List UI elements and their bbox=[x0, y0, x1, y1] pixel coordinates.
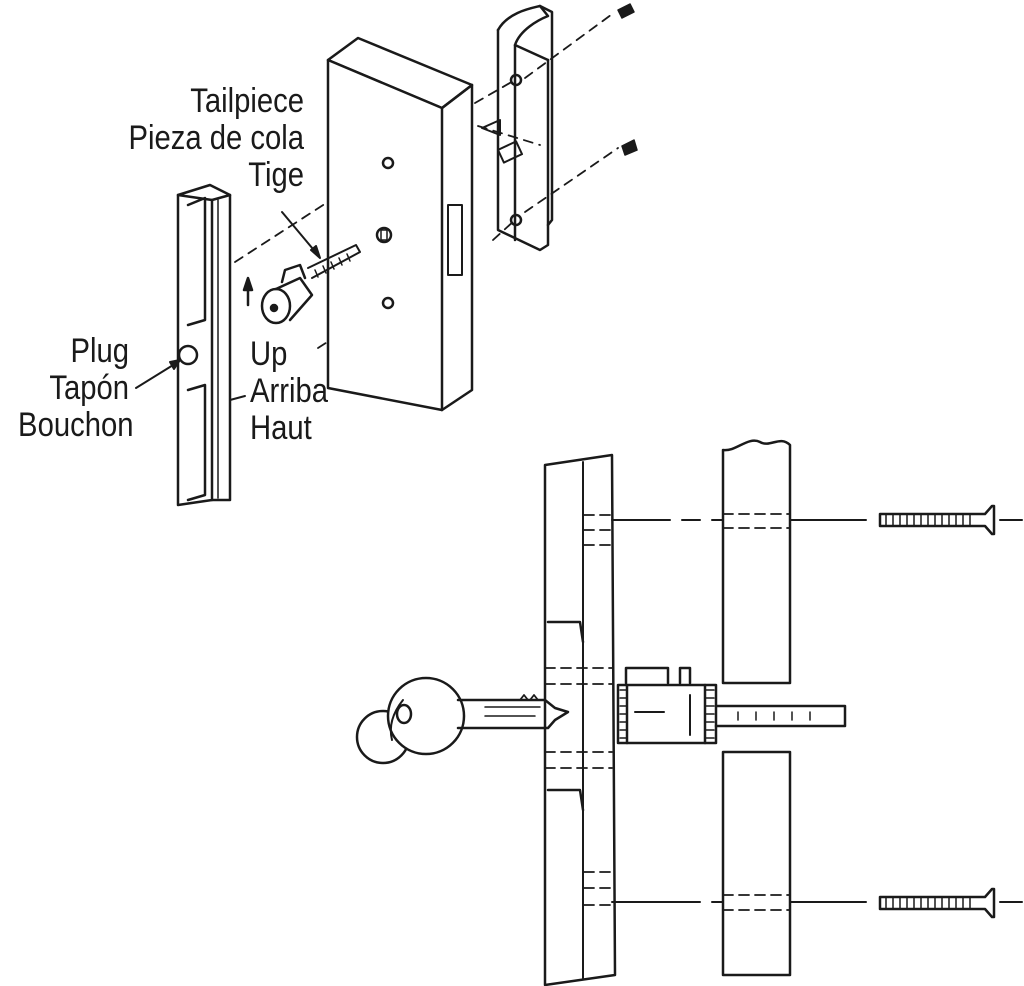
leader-lines bbox=[135, 211, 321, 401]
tailpiece-label-en: Tailpiece bbox=[190, 82, 304, 120]
up-label-es: Arriba bbox=[250, 372, 329, 410]
up-label-fr: Haut bbox=[250, 409, 312, 447]
tailpiece-label-fr: Tige bbox=[248, 156, 304, 194]
door-stile-lower bbox=[721, 750, 792, 977]
tailpiece-label-es: Pieza de cola bbox=[128, 119, 304, 157]
mounting-screw-lower bbox=[878, 887, 996, 919]
strike-keeper bbox=[481, 4, 554, 252]
plug-label-en: Plug bbox=[70, 332, 129, 370]
lock-body bbox=[326, 36, 474, 412]
screw-axis-lines bbox=[611, 519, 1023, 903]
plug-label-es: Tapón bbox=[49, 369, 129, 407]
cylinder-section bbox=[616, 666, 847, 745]
key bbox=[355, 676, 570, 765]
up-arrow bbox=[242, 276, 254, 307]
screw-top bbox=[617, 3, 638, 156]
plug-label-fr: Bouchon bbox=[18, 406, 134, 444]
mounting-screw-upper bbox=[878, 504, 996, 536]
plug-label-group: Plug Tapón Bouchon bbox=[18, 332, 134, 444]
up-label-group: Up Arriba Haut bbox=[250, 336, 353, 447]
trim-plate bbox=[176, 183, 232, 507]
tailpiece-label-group: Tailpiece Pieza de cola Tige bbox=[94, 83, 304, 194]
door-stile-upper bbox=[721, 439, 792, 685]
mounting-plate-side-view bbox=[543, 453, 617, 986]
key-cylinder bbox=[260, 244, 361, 325]
up-label-en: Up bbox=[250, 335, 288, 373]
